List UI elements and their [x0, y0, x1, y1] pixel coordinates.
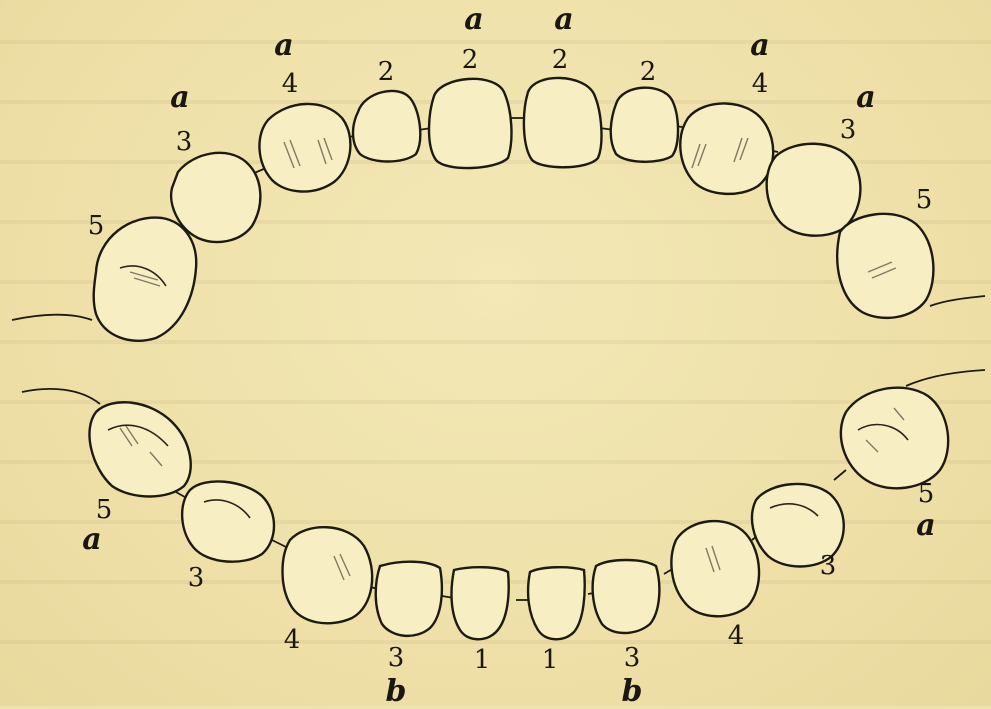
lower-left-letter-b: b	[386, 679, 407, 705]
lower-right-tooth-4	[671, 521, 759, 616]
upper-incisor-2d	[611, 88, 678, 162]
upper-center-letter-a-2: a	[554, 7, 573, 33]
upper-right-gum-line	[930, 296, 985, 306]
upper-incisor-2d-number: 2	[640, 59, 657, 85]
upper-right-tooth-4-number: 4	[752, 71, 769, 97]
upper-incisor-2b-number: 2	[462, 47, 479, 73]
upper-right-molar-number: 5	[916, 187, 933, 213]
lower-incisor-3-left-number: 3	[388, 645, 405, 671]
upper-left-tooth-3-number: 3	[176, 129, 193, 155]
upper-left-tooth-4-number: 4	[282, 71, 299, 97]
upper-right-letter-a-1: a	[750, 33, 769, 59]
upper-left-gum-line	[12, 315, 92, 320]
lower-jaw	[22, 370, 985, 639]
lower-right-molar-5	[841, 388, 948, 489]
upper-left-molar-5	[94, 218, 197, 341]
upper-incisor-2a	[353, 91, 420, 162]
lower-left-molar-number: 5	[96, 497, 113, 523]
upper-incisor-2b	[429, 79, 511, 168]
upper-incisor-2a-number: 2	[378, 59, 395, 85]
lower-left-tooth-4-number: 4	[284, 627, 301, 653]
lower-left-tooth-4	[283, 527, 373, 623]
lower-incisor-3-right	[593, 560, 660, 633]
upper-right-tooth-3-number: 3	[840, 117, 857, 143]
lower-right-gum-line	[906, 370, 985, 386]
lower-left-tooth-3-number: 3	[188, 565, 205, 591]
upper-incisor-2c	[524, 78, 602, 167]
lower-left-tooth-3	[182, 481, 274, 561]
lower-right-molar-number: 5	[918, 481, 935, 507]
upper-right-tooth-3	[767, 144, 861, 236]
upper-incisor-2c-number: 2	[552, 47, 569, 73]
lower-left-molar-5	[89, 402, 190, 496]
lower-left-gum-line	[22, 389, 100, 404]
upper-left-tooth-4	[259, 104, 350, 192]
lower-right-letter-a: a	[916, 513, 935, 539]
lower-incisor-1-right-number: 1	[542, 647, 559, 673]
upper-right-molar-5	[837, 214, 933, 318]
lower-right-letter-b: b	[622, 679, 643, 705]
lower-incisor-3-right-number: 3	[624, 645, 641, 671]
lower-incisor-1-left	[452, 567, 509, 639]
upper-left-letter-a-1: a	[170, 85, 189, 111]
upper-right-letter-a-2: a	[856, 85, 875, 111]
upper-center-letter-a-1: a	[464, 7, 483, 33]
lower-incisor-1-right	[528, 567, 585, 639]
upper-left-letter-a-2: a	[274, 33, 293, 59]
upper-right-tooth-4	[680, 103, 773, 193]
lower-incisor-3-left	[376, 562, 442, 636]
lower-right-tooth-4-number: 4	[728, 623, 745, 649]
lower-incisor-1-left-number: 1	[474, 647, 491, 673]
lower-right-tooth-3-number: 3	[820, 553, 837, 579]
upper-left-tooth-3	[171, 153, 260, 242]
upper-left-molar-number: 5	[88, 213, 105, 239]
lower-left-letter-a: a	[82, 527, 101, 553]
